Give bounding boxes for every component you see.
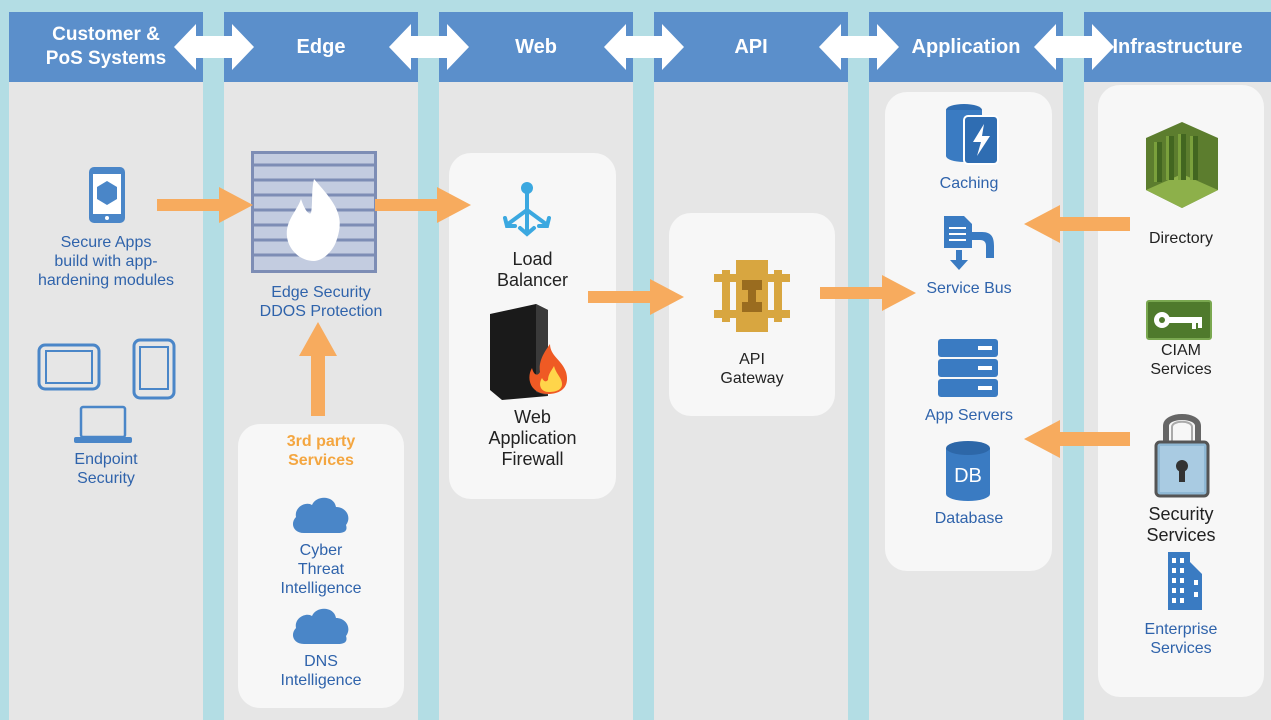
enterprise-building-icon — [1168, 552, 1202, 610]
cloud-icon — [292, 497, 349, 533]
api-gateway-icon — [714, 260, 790, 332]
phone-icon — [132, 338, 176, 400]
directory-icon — [1146, 122, 1218, 208]
column-header-web: Web — [439, 12, 633, 82]
laptop-icon — [74, 405, 132, 443]
app-servers-icon — [938, 339, 998, 397]
column-header-edge: Edge — [224, 12, 418, 82]
column-header-customer: Customer & PoS Systems — [9, 12, 203, 82]
app-servers-label: App Servers — [924, 407, 1014, 424]
cloud-icon — [292, 608, 349, 644]
waf-label: Web Application Firewall — [488, 407, 577, 469]
mobile-app-icon — [89, 167, 125, 223]
flow-arrow-icon — [820, 275, 916, 311]
load-balancer-label: Load Balancer — [496, 249, 569, 290]
api-gateway-label: API Gateway — [720, 351, 784, 387]
directory-label: Directory — [1148, 230, 1213, 247]
dns-intelligence-label: DNS Intelligence — [280, 653, 362, 689]
column-header-api: API — [654, 12, 848, 82]
flow-arrow-icon — [1024, 205, 1130, 243]
edge-security-label: Edge Security DDOS Protection — [259, 284, 383, 320]
load-balancer-icon — [503, 182, 551, 237]
security-services-label: Security Services — [1146, 504, 1216, 545]
flow-arrow-icon — [375, 187, 471, 223]
flow-arrow-icon — [1024, 420, 1130, 458]
flow-arrow-icon — [299, 322, 337, 416]
firewall-icon — [251, 151, 377, 273]
double-arrow-icon — [389, 24, 469, 70]
enterprise-services-label: Enterprise Services — [1144, 621, 1218, 657]
service-bus-icon — [944, 216, 994, 270]
double-arrow-icon — [174, 24, 254, 70]
database-icon — [946, 441, 990, 501]
third-party-panel — [238, 424, 404, 708]
third-party-label: 3rd party Services — [286, 433, 356, 469]
caching-icon — [946, 104, 999, 165]
column-header-infrastructure: Infrastructure — [1084, 12, 1271, 82]
db-icon-text: DB — [954, 465, 982, 487]
double-arrow-icon — [1034, 24, 1114, 70]
tablet-icon — [37, 343, 101, 391]
flow-arrow-icon — [157, 187, 253, 223]
ciam-label: CIAM Services — [1150, 342, 1212, 378]
caching-label: Caching — [939, 175, 999, 192]
ciam-key-icon — [1146, 300, 1212, 340]
database-label: Database — [934, 510, 1004, 527]
endpoint-security-label: Endpoint Security — [74, 451, 138, 487]
secure-apps-label: Secure Apps build with app- hardening mo… — [37, 234, 175, 289]
service-bus-label: Service Bus — [926, 280, 1012, 297]
web-firewall-icon — [490, 304, 568, 400]
flow-arrow-icon — [588, 279, 684, 315]
double-arrow-icon — [604, 24, 684, 70]
security-lock-icon — [1154, 414, 1210, 498]
double-arrow-icon — [819, 24, 899, 70]
column-header-application: Application — [869, 12, 1063, 82]
cyber-threat-label: Cyber Threat Intelligence — [280, 542, 362, 597]
